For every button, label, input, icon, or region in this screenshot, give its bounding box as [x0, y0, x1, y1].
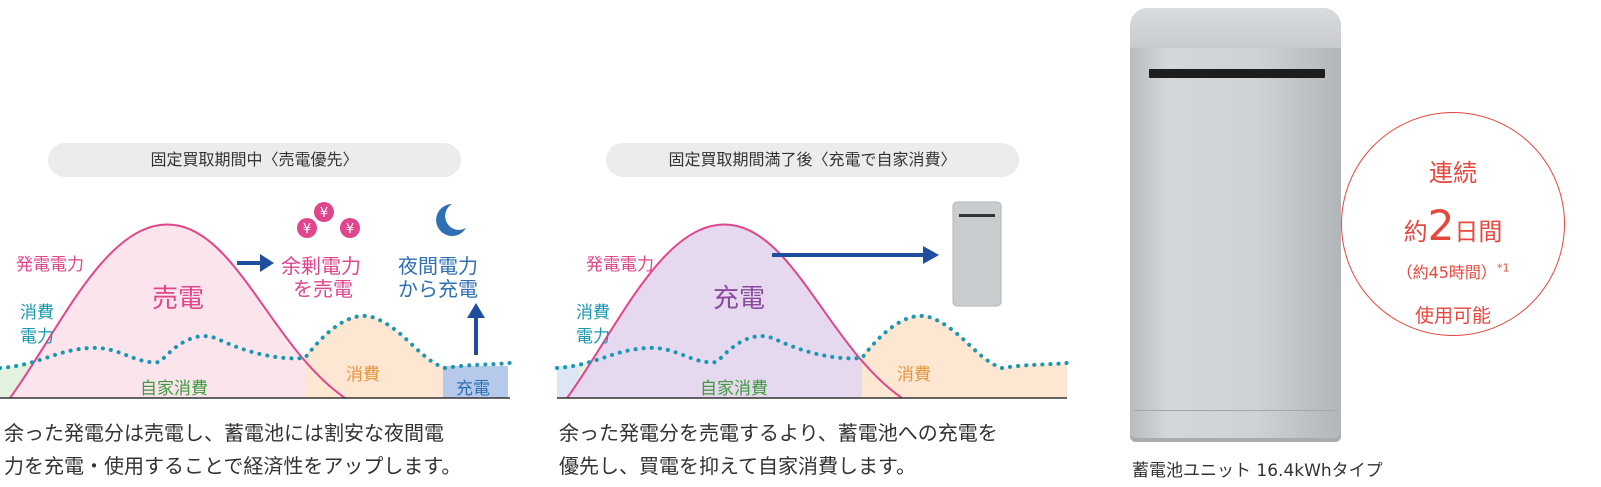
left-consumption-label-2: 電力 — [20, 327, 54, 347]
circle-line-1: 連続 — [1429, 159, 1477, 187]
consumption-area — [862, 315, 1067, 398]
circle-prefix: 約 — [1403, 218, 1428, 246]
generation-curve — [9, 223, 346, 399]
left-panel-diagram: ¥ ¥ ¥ — [0, 202, 512, 399]
yen-coin-icon — [314, 202, 334, 222]
middle-self-label: 自家消費 — [700, 379, 768, 399]
left-description-2: 力を充電・使用することで経済性をアップします。 — [4, 454, 462, 478]
charge-arrow-icon — [923, 246, 939, 264]
charge-area — [443, 366, 508, 398]
circle-suffix: 日間 — [1454, 218, 1503, 246]
consumption-area — [305, 315, 445, 398]
left-panel-title: 固定買取期間中〈売電優先〉 — [48, 143, 461, 177]
left-sell-label: 売電 — [152, 284, 205, 314]
yen-symbol: ¥ — [346, 222, 354, 237]
left-description-1: 余った発電分は売電し、蓄電池には割安な夜間電 — [4, 421, 444, 445]
left-self-label: 自家消費 — [140, 379, 208, 399]
middle-panel-diagram — [555, 201, 1069, 399]
surplus-label-1: 余剰電力 — [281, 254, 361, 278]
night-label-2: から充電 — [398, 277, 478, 301]
left-consume-label: 消費 — [346, 365, 380, 385]
consumption-curve — [0, 313, 512, 371]
battery-top-panel — [1130, 8, 1341, 48]
middle-consumption-label-2: 電力 — [576, 327, 610, 347]
moon-icon — [436, 204, 466, 236]
middle-panel-title: 固定買取期間満了後〈充電で自家消費〉 — [606, 143, 1019, 177]
runtime-circle: 連続 約2日間 （約45時間）*1 使用可能 — [1341, 112, 1565, 336]
circle-line-4: 使用可能 — [1414, 305, 1491, 327]
generation-curve — [566, 223, 903, 399]
small-battery-icon — [952, 201, 1002, 307]
surplus-label-2: を売電 — [293, 277, 353, 301]
middle-charge-label: 充電 — [713, 284, 766, 314]
middle-consumption-label-1: 消費 — [576, 303, 610, 323]
circle-footnote: *1 — [1496, 261, 1510, 275]
circle-line-3: （約45時間）*1 — [1342, 259, 1564, 283]
middle-description-2: 優先し、買電を抑えて自家消費します。 — [559, 454, 916, 478]
left-consumption-label-1: 消費 — [20, 303, 54, 323]
surplus-arrow-icon — [260, 254, 274, 272]
circle-hours: （約45時間） — [1396, 263, 1497, 282]
battery-display-strip — [1149, 69, 1325, 78]
middle-generation-label: 発電電力 — [586, 255, 654, 275]
circle-number: 2 — [1427, 201, 1455, 250]
battery-seam — [1134, 410, 1337, 411]
night-label-1: 夜間電力 — [398, 254, 478, 278]
yen-coin-icon — [340, 218, 360, 238]
yen-symbol: ¥ — [303, 222, 311, 237]
left-charge-label: 充電 — [456, 379, 490, 399]
left-generation-label: 発電電力 — [16, 255, 84, 275]
circle-line-2: 約2日間 — [1342, 201, 1564, 250]
middle-consume-label: 消費 — [897, 365, 931, 385]
battery-unit-image — [1130, 8, 1341, 442]
consumption-curve — [555, 313, 1069, 371]
yen-symbol: ¥ — [320, 206, 328, 221]
middle-description-1: 余った発電分を売電するより、蓄電池への充電を — [559, 421, 998, 445]
yen-coin-icon — [297, 218, 317, 238]
battery-caption: 蓄電池ユニット 16.4kWhタイプ — [1132, 461, 1383, 481]
night-charge-arrow-icon — [467, 303, 485, 318]
